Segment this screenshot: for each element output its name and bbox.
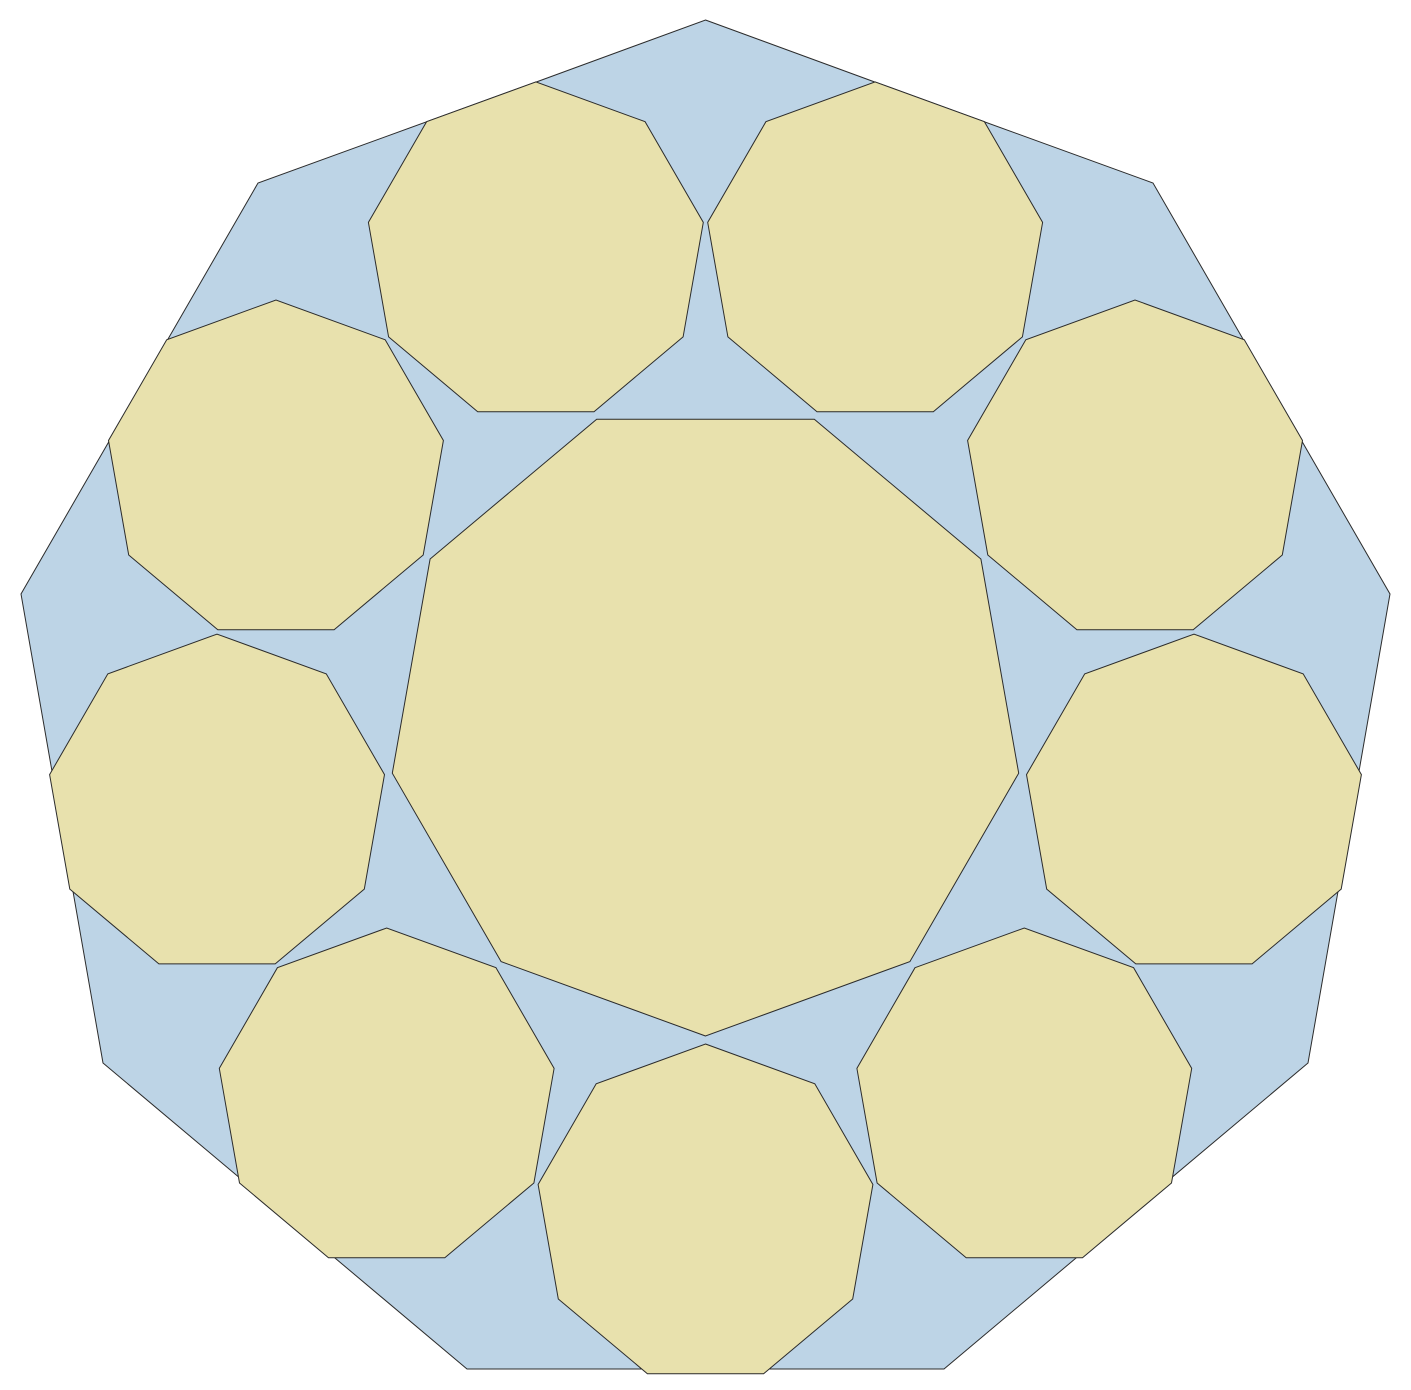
ring-nonagon: [49, 633, 386, 965]
inner-nonagons: [49, 81, 1362, 1375]
ring-nonagon: [856, 927, 1193, 1259]
ring-nonagon: [537, 1043, 874, 1375]
ring-nonagon: [707, 81, 1044, 413]
center-nonagon: [391, 418, 1020, 1037]
ring-nonagon: [1025, 633, 1362, 965]
ring-nonagon: [967, 299, 1304, 631]
ring-nonagon: [367, 81, 704, 413]
ring-nonagon: [218, 927, 555, 1259]
ring-nonagon: [107, 299, 444, 631]
